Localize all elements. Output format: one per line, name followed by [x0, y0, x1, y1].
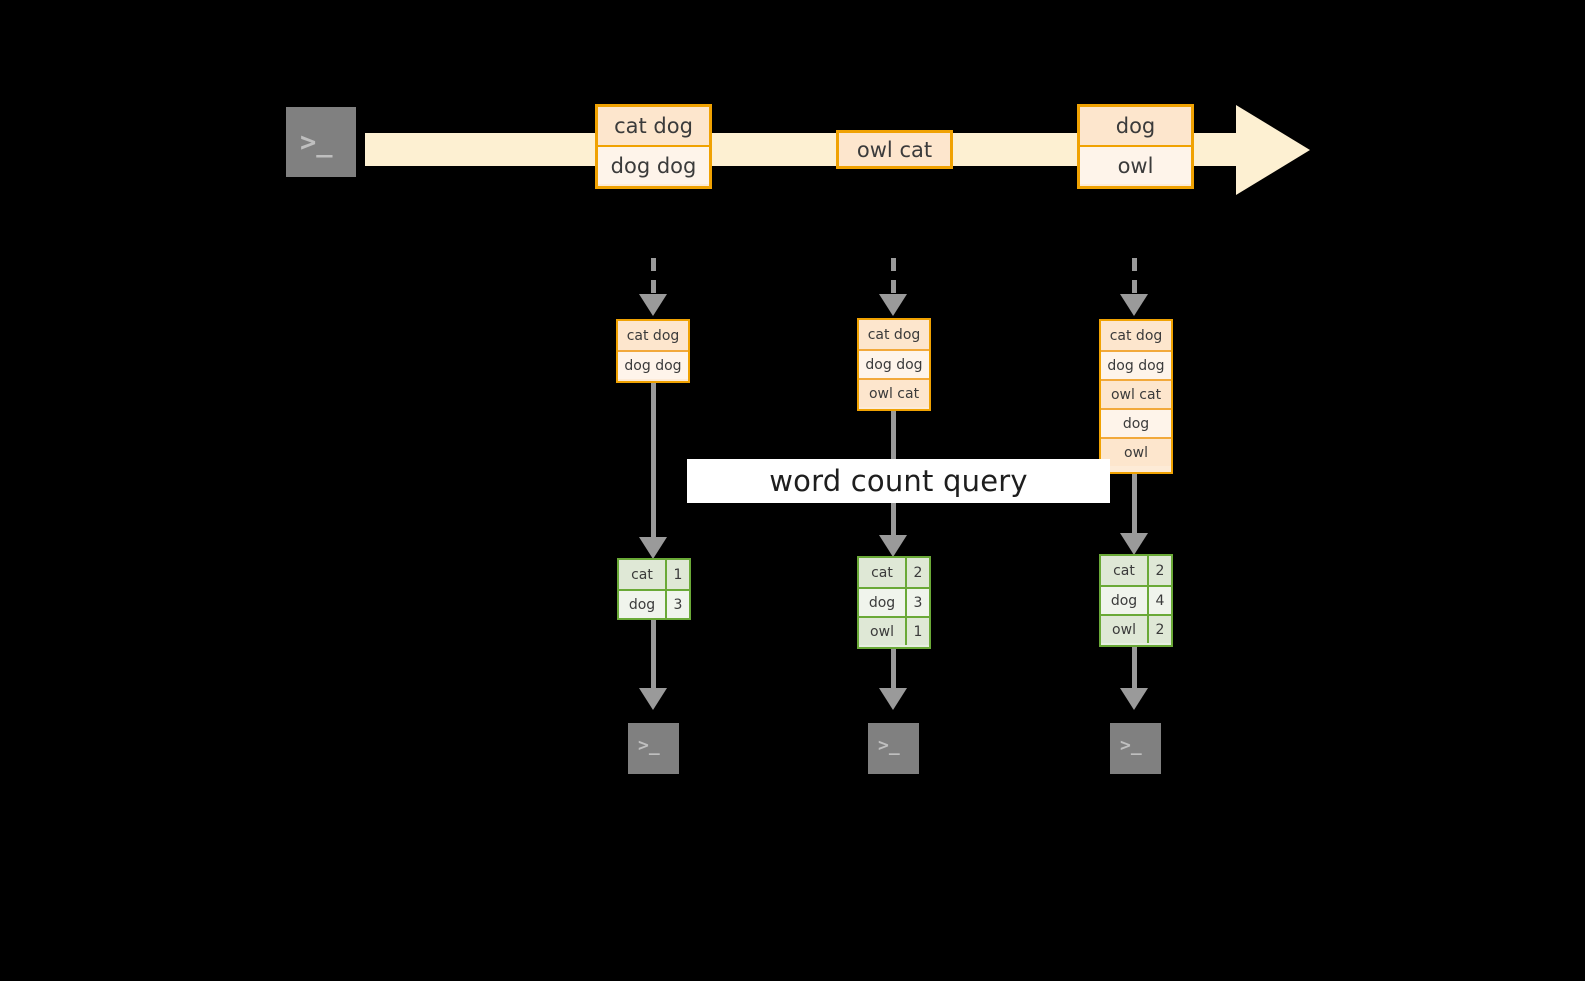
table-row: owl 1	[859, 616, 929, 645]
terminal-screen	[868, 723, 919, 774]
stream-event-2: owl cat	[836, 130, 953, 169]
snapshot-2-tap-arrowhead	[879, 294, 907, 316]
snapshot-1-query-arrowhead	[639, 537, 667, 559]
snapshot-1-row-1-count: 1	[665, 560, 689, 589]
snapshot-3-record-2: dog dog	[1101, 350, 1171, 379]
stream-event-2-line-1: owl cat	[839, 133, 950, 166]
table-row: dog 3	[619, 589, 689, 618]
stream-arrow-icon	[1236, 105, 1310, 195]
snapshot-1-row-1-word: cat	[619, 560, 665, 589]
snapshot-2-record-1: cat dog	[859, 320, 929, 349]
stream-event-1-line-2: dog dog	[598, 145, 709, 184]
snapshot-3-record-5: owl	[1101, 437, 1171, 466]
snapshot-3-row-3-count: 2	[1147, 616, 1171, 643]
stream-event-3: dog owl	[1077, 104, 1194, 189]
snapshot-3-row-2-word: dog	[1101, 587, 1147, 614]
terminal-screen	[286, 107, 356, 177]
table-row: dog 3	[859, 587, 929, 616]
table-row: cat 2	[859, 558, 929, 587]
snapshot-2-sink-line	[891, 649, 896, 688]
snapshot-1-tap-line	[651, 258, 656, 296]
snapshot-3-query-arrowhead	[1120, 533, 1148, 555]
snapshot-3-query-line	[1132, 474, 1137, 533]
snapshot-2-sink-arrowhead	[879, 688, 907, 710]
snapshot-3-row-1-word: cat	[1101, 556, 1147, 585]
snapshot-2-row-2-count: 3	[905, 589, 929, 616]
snapshot-2-query-arrowhead	[879, 535, 907, 557]
snapshot-3-row-1-count: 2	[1147, 556, 1171, 585]
query-label: word count query	[687, 459, 1110, 503]
snapshot-1-result-table: cat 1 dog 3	[617, 558, 691, 620]
snapshot-2-records: cat dog dog dog owl cat	[857, 318, 931, 411]
stream-event-1: cat dog dog dog	[595, 104, 712, 189]
snapshot-1-query-line	[651, 383, 656, 537]
snapshot-2-tap-line	[891, 258, 896, 296]
snapshot-1-sink-line	[651, 620, 656, 688]
snapshot-3-record-3: owl cat	[1101, 379, 1171, 408]
table-row: owl 2	[1101, 614, 1171, 643]
snapshot-3-sink-line	[1132, 647, 1137, 688]
terminal-prompt-glyph: >_	[300, 127, 333, 158]
terminal-prompt-glyph: >_	[1120, 735, 1142, 756]
source-terminal-icon: >_	[277, 98, 365, 186]
stream-event-1-line-1: cat dog	[598, 107, 709, 145]
snapshot-2-result-table: cat 2 dog 3 owl 1	[857, 556, 931, 649]
snapshot-3-sink-terminal-icon: >_	[1101, 714, 1170, 783]
snapshot-3-tap-line	[1132, 258, 1137, 296]
snapshot-1-tap-arrowhead	[639, 294, 667, 316]
snapshot-3-record-4: dog	[1101, 408, 1171, 437]
snapshot-2-record-3: owl cat	[859, 378, 929, 407]
snapshot-3-row-3-word: owl	[1101, 616, 1147, 643]
snapshot-1-record-1: cat dog	[618, 321, 688, 350]
snapshot-3-record-1: cat dog	[1101, 321, 1171, 350]
snapshot-2-record-2: dog dog	[859, 349, 929, 378]
snapshot-2-row-3-word: owl	[859, 618, 905, 645]
terminal-screen	[1110, 723, 1161, 774]
table-row: cat 2	[1101, 556, 1171, 585]
snapshot-1-sink-arrowhead	[639, 688, 667, 710]
terminal-prompt-glyph: >_	[638, 735, 660, 756]
snapshot-2-sink-terminal-icon: >_	[859, 714, 928, 783]
terminal-prompt-glyph: >_	[878, 735, 900, 756]
snapshot-2-row-1-count: 2	[905, 558, 929, 587]
snapshot-2-row-1-word: cat	[859, 558, 905, 587]
snapshot-3-result-table: cat 2 dog 4 owl 2	[1099, 554, 1173, 647]
snapshot-3-records: cat dog dog dog owl cat dog owl	[1099, 319, 1173, 474]
snapshot-1-sink-terminal-icon: >_	[619, 714, 688, 783]
snapshot-3-tap-arrowhead	[1120, 294, 1148, 316]
stream-event-3-line-2: owl	[1080, 145, 1191, 184]
snapshot-1-record-2: dog dog	[618, 350, 688, 379]
snapshot-3-row-2-count: 4	[1147, 587, 1171, 614]
snapshot-1-records: cat dog dog dog	[616, 319, 690, 383]
terminal-screen	[628, 723, 679, 774]
snapshot-1-row-2-count: 3	[665, 591, 689, 618]
snapshot-3-sink-arrowhead	[1120, 688, 1148, 710]
table-row: cat 1	[619, 560, 689, 589]
snapshot-2-row-2-word: dog	[859, 589, 905, 616]
table-row: dog 4	[1101, 585, 1171, 614]
snapshot-2-row-3-count: 1	[905, 618, 929, 645]
snapshot-1-row-2-word: dog	[619, 591, 665, 618]
stream-event-3-line-1: dog	[1080, 107, 1191, 145]
